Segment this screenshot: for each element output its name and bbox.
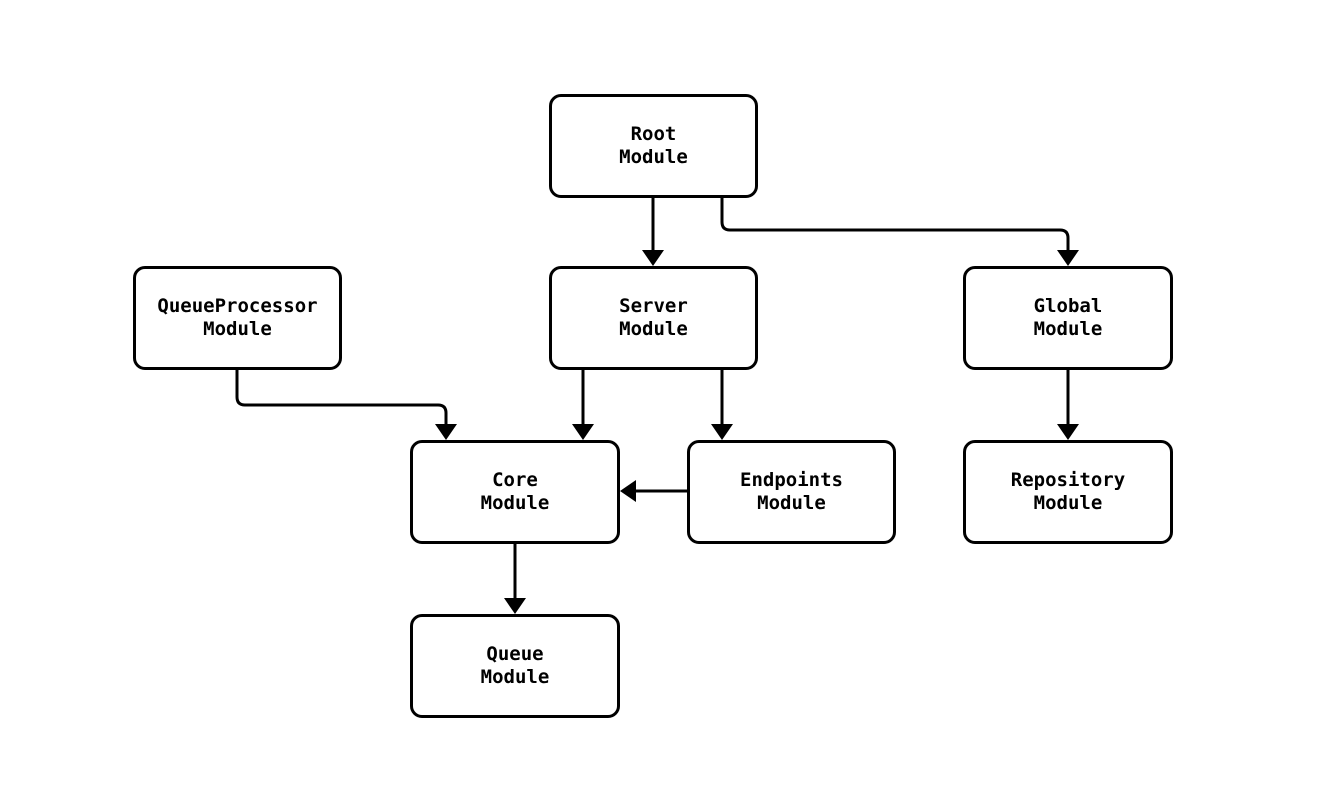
arrowhead xyxy=(1057,424,1079,440)
arrowhead xyxy=(620,480,636,502)
arrowhead xyxy=(1057,250,1079,266)
arrowhead xyxy=(435,424,457,440)
edge-root-server xyxy=(642,198,664,266)
node-global[interactable]: Global Module xyxy=(963,266,1173,370)
node-label-core: Core Module xyxy=(480,469,550,514)
node-label-server: Server Module xyxy=(619,295,688,340)
node-label-repository: Repository Module xyxy=(1010,469,1126,514)
node-label-queueprocessor: QueueProcessor Module xyxy=(157,295,318,340)
edge-server-endpoints xyxy=(711,370,733,440)
edge-queueprocessor-core xyxy=(235,370,457,440)
edge-global-repository xyxy=(1057,370,1079,440)
edge-endpoints-core xyxy=(620,480,687,502)
node-label-root: Root Module xyxy=(619,123,688,168)
edge-server-core xyxy=(572,370,594,440)
arrowhead xyxy=(642,250,664,266)
arrowhead xyxy=(504,598,526,614)
node-label-global: Global Module xyxy=(1033,295,1103,340)
edge-root-global xyxy=(720,198,1079,266)
node-server[interactable]: Server Module xyxy=(549,266,758,370)
arrowhead xyxy=(572,424,594,440)
node-label-endpoints: Endpoints Module xyxy=(740,469,843,514)
node-root[interactable]: Root Module xyxy=(549,94,758,198)
node-core[interactable]: Core Module xyxy=(410,440,620,544)
edge-line xyxy=(720,198,1070,258)
node-queueprocessor[interactable]: QueueProcessor Module xyxy=(133,266,342,370)
arrowhead xyxy=(711,424,733,440)
edge-line xyxy=(235,370,448,432)
node-queue[interactable]: Queue Module xyxy=(410,614,620,718)
node-endpoints[interactable]: Endpoints Module xyxy=(687,440,896,544)
node-label-queue: Queue Module xyxy=(480,643,550,688)
node-repository[interactable]: Repository Module xyxy=(963,440,1173,544)
edge-core-queue xyxy=(504,544,526,614)
